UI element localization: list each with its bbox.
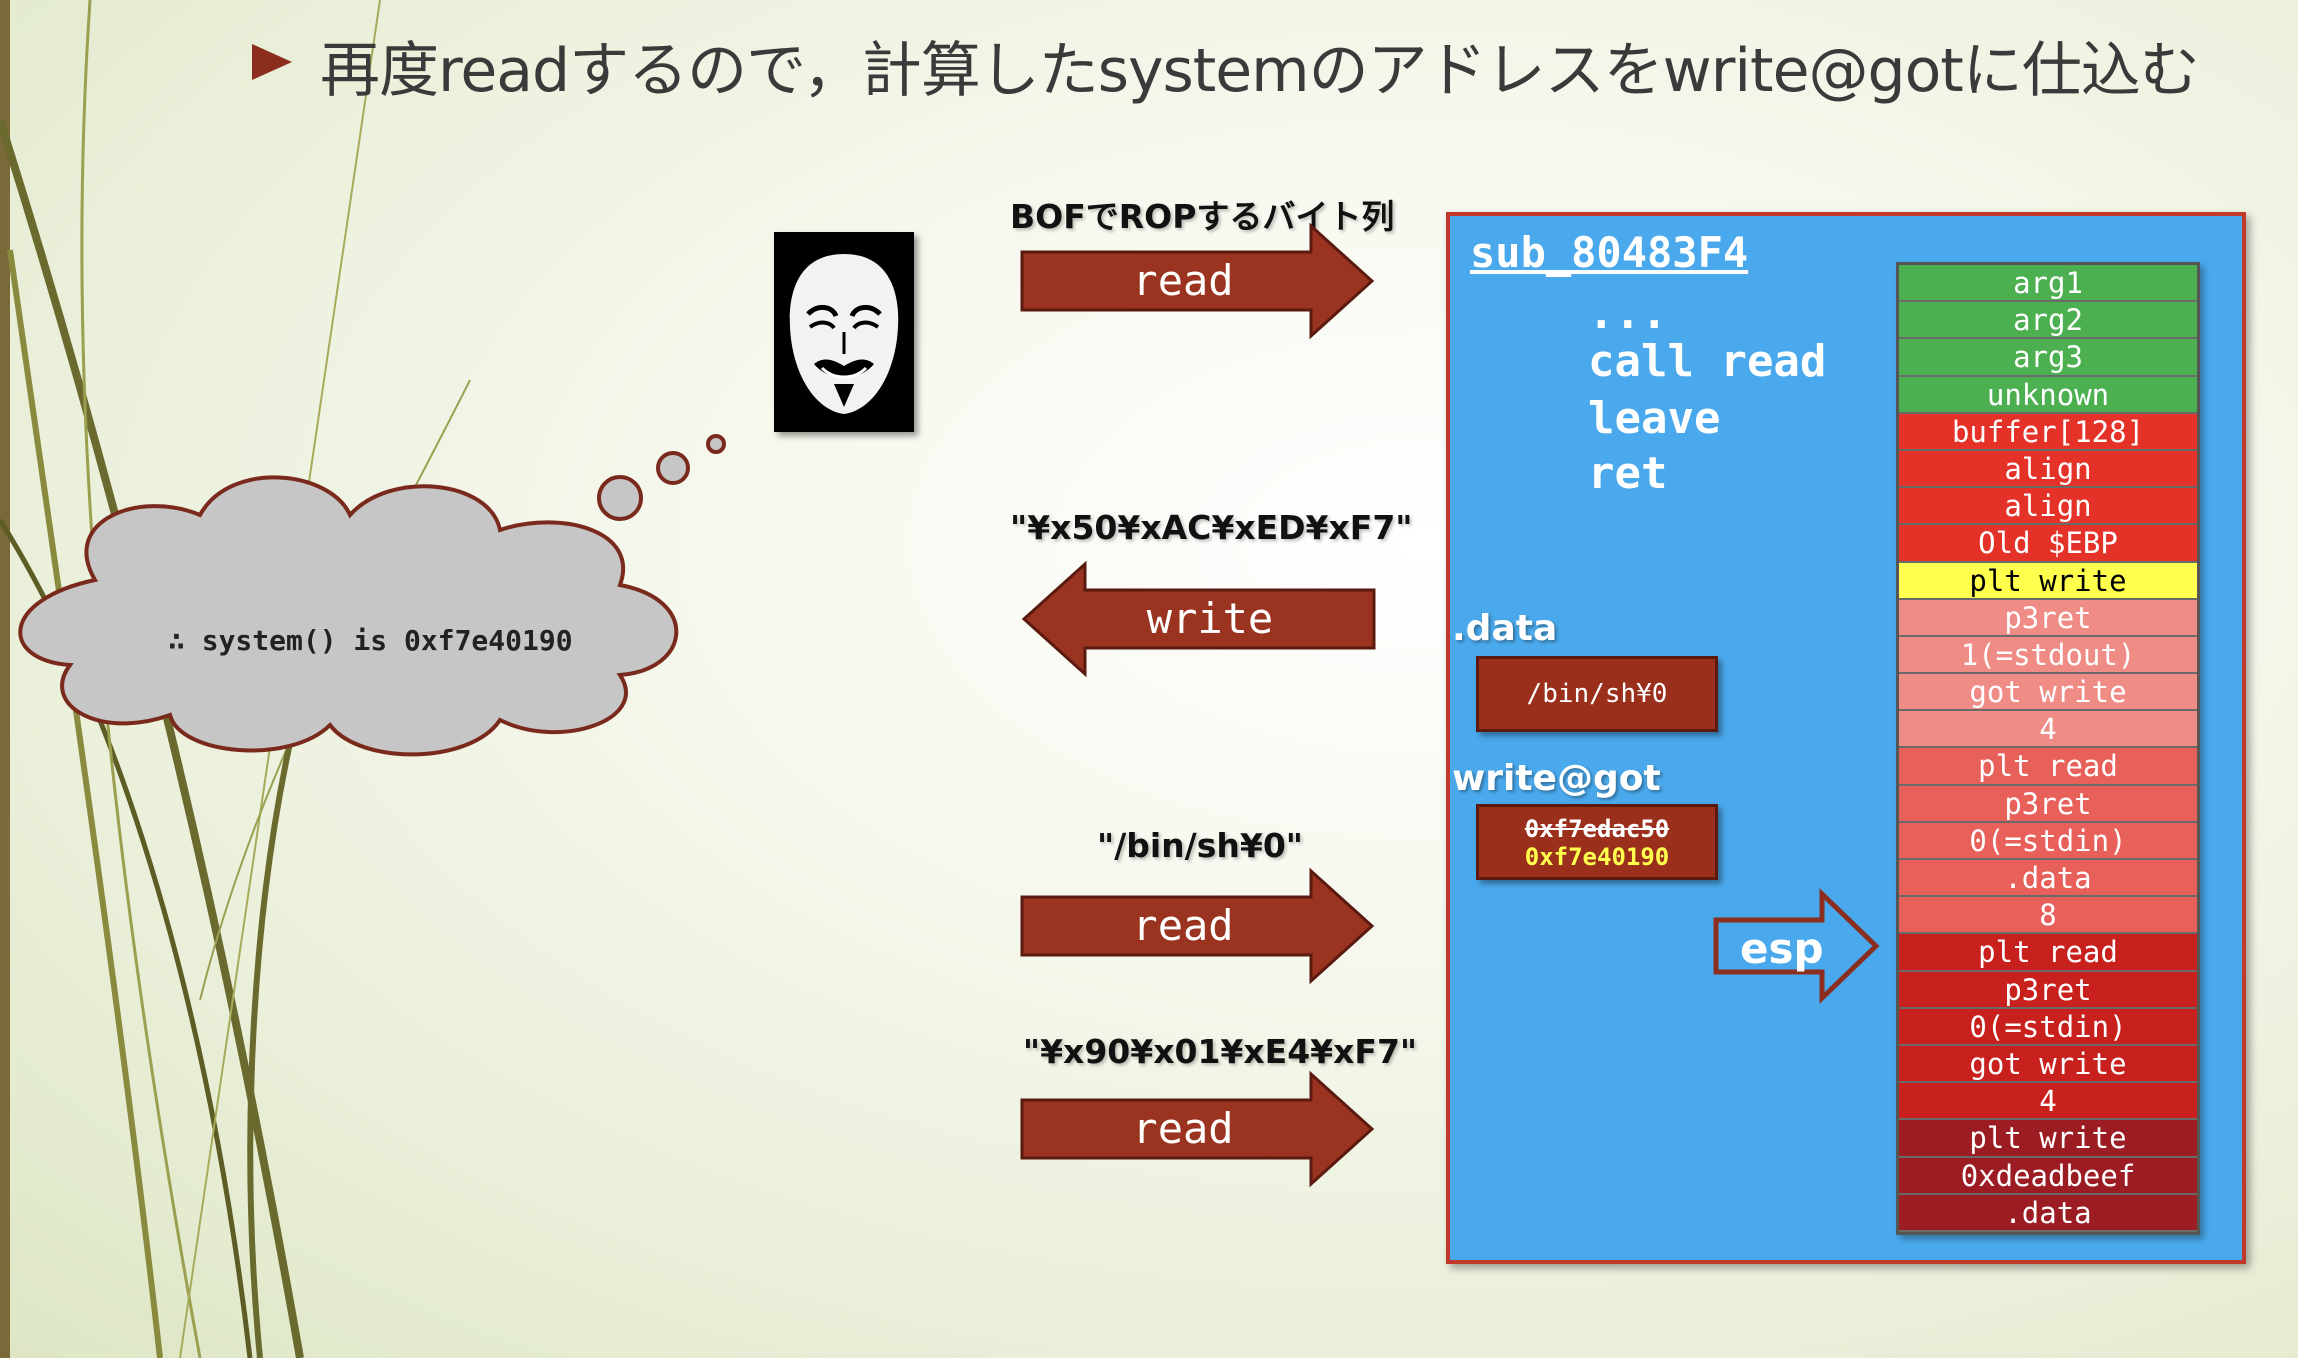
- title-bullet: [252, 44, 292, 80]
- code-line-2: call read: [1588, 336, 1827, 387]
- arrow-3-label: "/bin/sh¥0": [1097, 826, 1303, 865]
- stack-slot: 0xdeadbeef: [1899, 1157, 2197, 1195]
- arrow-2-label: "¥x50¥xAC¥xED¥xF7": [1010, 508, 1413, 547]
- stack-slot: arg3: [1899, 339, 2197, 377]
- stack-slot: p3ret: [1899, 971, 2197, 1009]
- stack-slot: .data: [1899, 1194, 2197, 1232]
- stack-slot: plt write: [1899, 562, 2197, 600]
- stack-slot: plt read: [1899, 934, 2197, 972]
- stack-slot: arg1: [1899, 265, 2197, 303]
- stack-slot: 0(=stdin): [1899, 1008, 2197, 1046]
- data-section-box: /bin/sh¥0: [1476, 656, 1718, 732]
- stack-slot: plt read: [1899, 748, 2197, 786]
- arrow-4-label: "¥x90¥x01¥xE4¥xF7": [1022, 1032, 1418, 1071]
- arrow-3-text: read: [1132, 901, 1234, 950]
- code-line-4: ret: [1588, 448, 1668, 499]
- stack-slot: p3ret: [1899, 599, 2197, 637]
- got-old-value: 0xf7edac50: [1524, 815, 1670, 843]
- stack-slot: .data: [1899, 860, 2197, 898]
- arrow-2-text: write: [1146, 594, 1274, 643]
- stack-slot: 1(=stdout): [1899, 636, 2197, 675]
- stack-slot: arg2: [1899, 302, 2197, 340]
- stack-slot: align: [1899, 450, 2197, 489]
- stack-slot: plt write: [1899, 1120, 2197, 1158]
- got-new-value: 0xf7e40190: [1524, 843, 1670, 871]
- got-section-label: write@got: [1452, 758, 1661, 799]
- stack-slot: 0(=stdin): [1899, 822, 2197, 860]
- got-section-box: 0xf7edac50 0xf7e40190: [1476, 804, 1718, 880]
- right-arrow-4: [1020, 1070, 1375, 1188]
- function-name: sub_80483F4: [1470, 228, 1749, 277]
- stack-slot: 8: [1899, 897, 2197, 935]
- esp-arrow: [1713, 888, 1880, 1004]
- stack-slot: got write: [1899, 674, 2197, 712]
- thought-text: ∴ system() is 0xf7e40190: [168, 624, 573, 657]
- right-arrow-3: [1020, 867, 1375, 985]
- right-arrow-1: [1020, 222, 1375, 340]
- code-line-3: leave: [1588, 393, 1721, 444]
- stack-slot: align: [1899, 488, 2197, 526]
- stack-slot: unknown: [1899, 376, 2197, 414]
- arrow-1-label: BOFでROPするバイト列: [1010, 197, 1395, 236]
- stack-slot: Old $EBP: [1899, 525, 2197, 563]
- stack-slot: p3ret: [1899, 785, 2197, 823]
- left-arrow-2: [1021, 560, 1376, 678]
- stack-slot: 4: [1899, 1083, 2197, 1121]
- data-section-label: .data: [1452, 608, 1558, 649]
- thought-cloud: [18, 434, 726, 757]
- stack-slot: 4: [1899, 711, 2197, 749]
- anonymous-mask-image: [774, 232, 914, 432]
- page-title: 再度readするので，計算したsystemのアドレスをwrite@gotに仕込む: [320, 36, 2200, 106]
- stack-slot: got write: [1899, 1045, 2197, 1084]
- esp-label: esp: [1740, 924, 1824, 973]
- arrow-4-text: read: [1132, 1104, 1234, 1153]
- stack-slot: buffer[128]: [1899, 413, 2197, 451]
- arrow-1-text: read: [1132, 256, 1234, 305]
- code-line-1: ...: [1588, 288, 1668, 339]
